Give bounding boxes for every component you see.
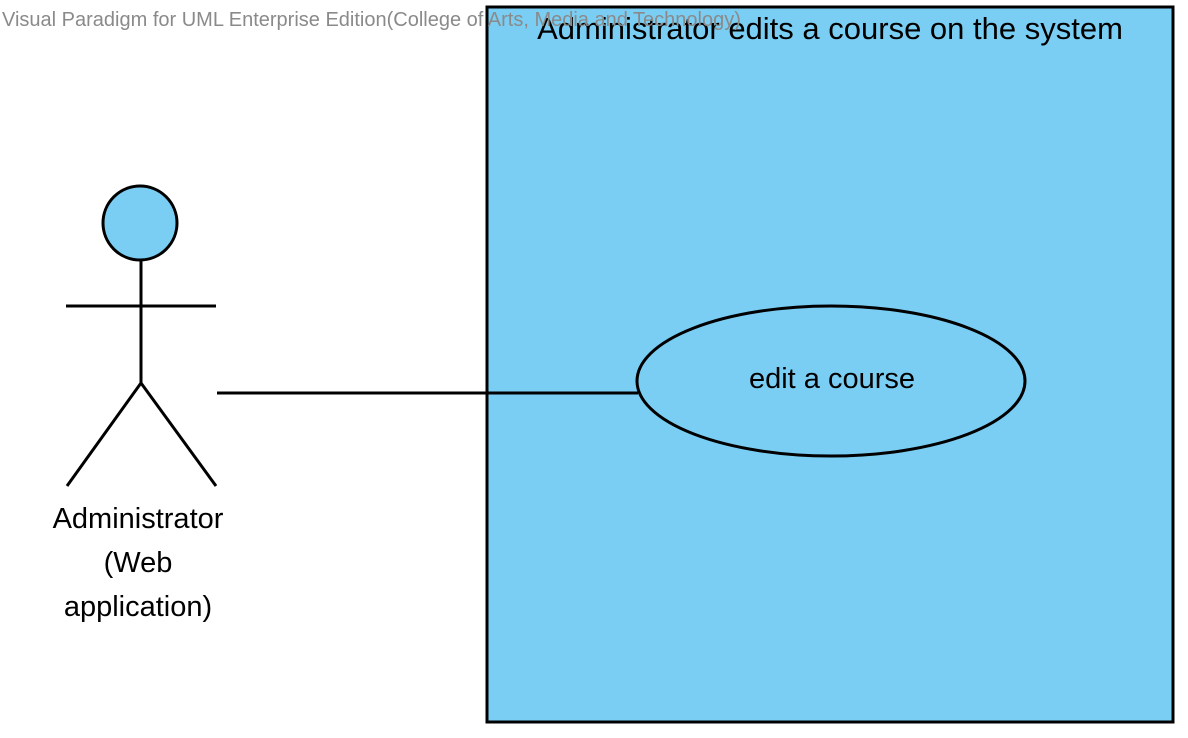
actor-head: [101, 184, 179, 262]
actor-left-leg: [65, 382, 143, 487]
actor-name-line-2: (Web: [103, 547, 173, 579]
use-case-ellipse[interactable]: [635, 304, 1027, 458]
use-case-label: edit a course: [748, 363, 916, 395]
actor-name-line-3: application): [63, 591, 213, 623]
actor-name-line-1: Administrator: [52, 503, 224, 535]
system-boundary-title: Administrator edits a course on the syst…: [537, 11, 1123, 46]
actor-name: Administrator (Web application): [18, 497, 258, 629]
actor-right-leg: [139, 382, 218, 487]
stick-figure-icon[interactable]: [65, 184, 218, 487]
